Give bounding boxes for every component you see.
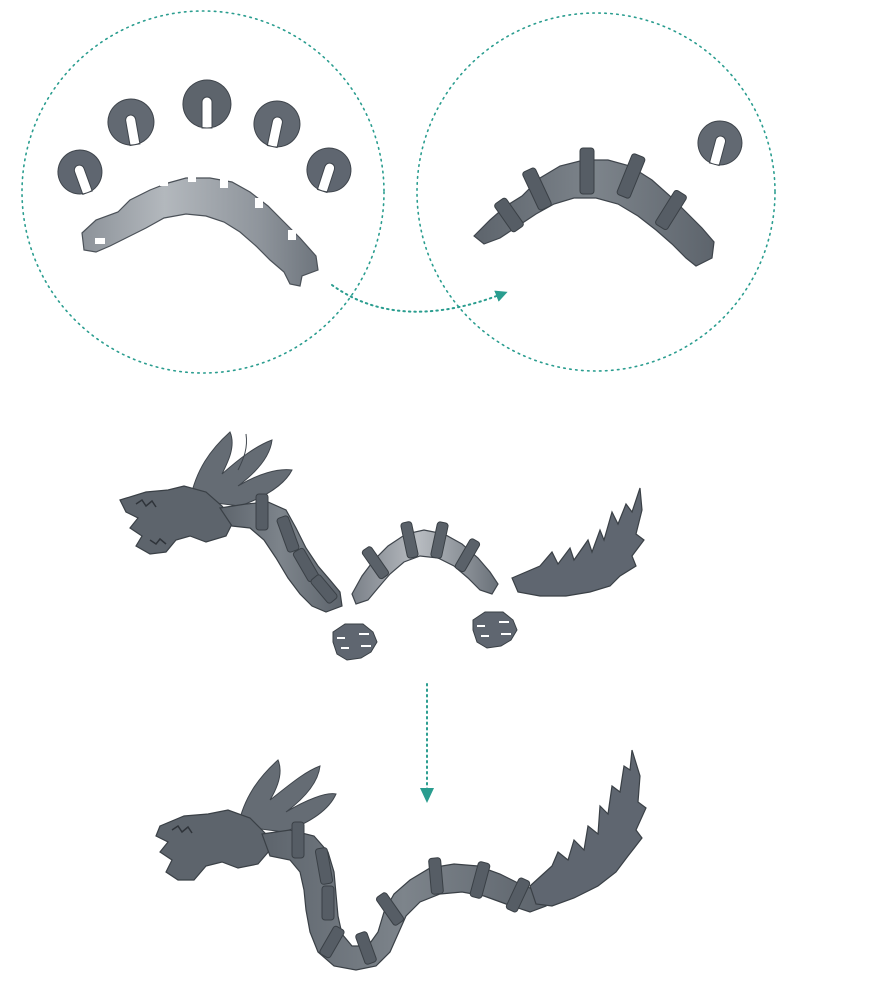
down-arrow-icon [420,684,434,803]
tail-fin [512,488,644,596]
body-segment-arc [82,178,318,286]
clip-ring [104,95,157,148]
clip-ring [183,80,231,128]
leg-part [333,624,377,660]
step-3-group [120,432,644,660]
leg-part [473,612,517,648]
clip-ring [301,142,356,197]
clip-ring [250,97,305,152]
assembled-dragon [156,750,646,970]
curved-arrow-icon [332,285,502,312]
clip-ring [52,144,108,200]
clip-ring [693,116,747,170]
step-2-group [417,13,775,371]
step-1-group [22,11,384,373]
